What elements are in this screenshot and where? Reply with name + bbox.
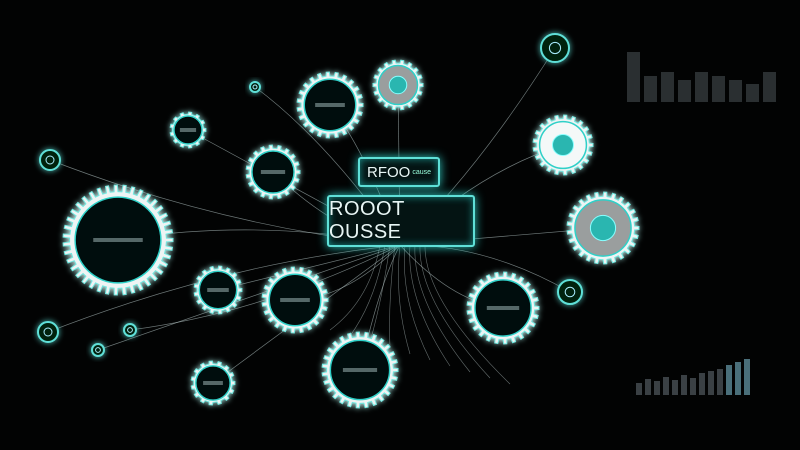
bar-decoration (661, 72, 674, 102)
connector-line (329, 244, 381, 331)
connector-line (414, 244, 471, 373)
gear-icon (245, 144, 301, 200)
gear-icon (372, 59, 424, 111)
bar-decoration (699, 373, 705, 395)
bar-decoration (663, 377, 669, 395)
connector-line (404, 244, 431, 361)
bar-decoration (763, 72, 776, 102)
gear-icon (566, 191, 640, 265)
gear-icon (540, 33, 570, 63)
bar-decoration (678, 80, 691, 102)
bar-decoration (645, 379, 651, 395)
gear-icon (193, 265, 243, 315)
bar-decoration (744, 359, 750, 395)
gear-icon (296, 71, 364, 139)
bar-decoration (726, 365, 732, 395)
gear-icon (37, 321, 59, 343)
bar-decoration (708, 371, 714, 395)
gear-icon (39, 149, 61, 171)
root-cause-box: ROOOT OUSSE (327, 195, 475, 247)
gear-icon (123, 323, 137, 337)
connector-line (389, 244, 396, 349)
gear-icon (261, 266, 329, 334)
top-label: RFOO (366, 163, 411, 181)
gear-icon (466, 271, 540, 345)
bar-decoration (627, 52, 640, 102)
gear-icon (532, 114, 594, 176)
bar-decoration (690, 378, 696, 395)
bar-decoration (712, 76, 725, 102)
connector-line (369, 244, 391, 343)
connector-line (419, 244, 491, 379)
bar-decoration (644, 76, 657, 102)
root-cause-label: ROOOT OUSSE (329, 198, 405, 243)
gear-icon (321, 331, 399, 409)
bar-decoration (729, 80, 742, 102)
gear-icon (190, 360, 236, 406)
bar-decoration (672, 380, 678, 395)
top-label-suffix: cause (412, 168, 432, 176)
connector-line (409, 244, 451, 367)
bar-decoration (654, 381, 660, 395)
gear-icon (557, 279, 583, 305)
gear-icon (169, 111, 207, 149)
bar-decoration (735, 362, 741, 395)
connector-line (424, 244, 511, 385)
connector-line (398, 244, 411, 355)
connector-line (129, 244, 401, 331)
gear-icon (62, 184, 174, 296)
connector-line (97, 244, 401, 351)
bar-decoration (636, 383, 642, 395)
bar-decoration (717, 369, 723, 395)
connector-line (217, 244, 401, 291)
bar-decoration (746, 84, 759, 102)
connector-line (349, 244, 386, 337)
gear-icon (249, 81, 261, 93)
gear-icon (91, 343, 105, 357)
bar-decoration (695, 72, 708, 102)
bar-decoration (681, 375, 687, 395)
